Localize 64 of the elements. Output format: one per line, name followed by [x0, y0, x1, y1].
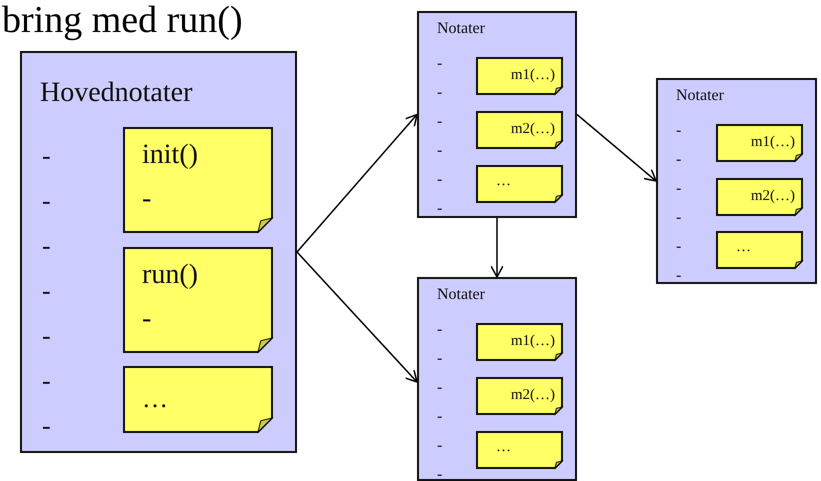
dash-text: - — [437, 85, 442, 101]
sticky-note — [476, 57, 563, 95]
dash-text: - — [142, 185, 152, 213]
arrow — [576, 114, 657, 182]
sticky-note — [123, 366, 273, 433]
panel-heading: Notater — [437, 287, 485, 303]
dash-text: - — [42, 233, 51, 259]
dash-text: - — [437, 114, 442, 130]
dash-text: - — [676, 181, 682, 197]
arrow — [490, 218, 504, 278]
dash-text: - — [437, 201, 442, 217]
sticky-note — [476, 323, 563, 361]
method-name: … — [142, 386, 168, 412]
sticky-note — [476, 111, 563, 149]
method-name: m1(…) — [510, 68, 555, 83]
notes-panel — [417, 277, 577, 481]
method-name: m2(…) — [510, 122, 555, 137]
method-name: m2(…) — [750, 189, 795, 204]
dash-text: - — [437, 467, 442, 481]
dash-text: - — [42, 278, 51, 304]
dash-text: - — [676, 210, 682, 226]
notes-panel — [656, 78, 817, 284]
dash-text: - — [676, 268, 682, 284]
method-name: m1(…) — [510, 334, 555, 349]
sticky-note — [123, 127, 273, 233]
dash-text: - — [676, 152, 682, 168]
dash-text: - — [42, 413, 51, 439]
dash-text: - — [437, 409, 442, 425]
dash-text: - — [42, 143, 51, 169]
sticky-note — [716, 124, 803, 162]
dash-text: - — [42, 188, 51, 214]
notes-panel — [417, 11, 577, 218]
method-name: … — [736, 240, 751, 255]
dash-text: - — [437, 438, 442, 454]
dash-text: - — [676, 239, 682, 255]
sticky-note — [476, 431, 563, 469]
dash-text: - — [437, 322, 442, 338]
sticky-note — [716, 231, 803, 269]
notes-panel — [20, 51, 297, 453]
dash-text: - — [437, 380, 442, 396]
sticky-note — [123, 247, 273, 353]
method-name: … — [496, 174, 511, 189]
arrow — [296, 114, 418, 252]
method-name: … — [496, 440, 511, 455]
sticky-note — [716, 178, 803, 216]
dash-text: - — [437, 351, 442, 367]
sticky-note — [476, 377, 563, 415]
title-text: bring med run() — [2, 1, 243, 39]
dash-text: - — [42, 368, 51, 394]
dash-text: - — [142, 305, 152, 333]
dash-text: - — [437, 56, 442, 72]
dash-text: - — [676, 123, 682, 139]
dash-text: - — [437, 172, 442, 188]
dash-text: - — [42, 323, 51, 349]
method-name: init() — [142, 141, 198, 169]
sticky-note — [476, 165, 563, 203]
arrow — [296, 252, 418, 383]
method-name: run() — [142, 261, 198, 289]
method-name: m2(…) — [510, 388, 555, 403]
panel-heading: Hovednotater — [40, 79, 192, 107]
dash-text: - — [437, 143, 442, 159]
method-name: m1(…) — [750, 135, 795, 150]
panel-heading: Notater — [676, 88, 724, 104]
panel-heading: Notater — [437, 21, 485, 37]
